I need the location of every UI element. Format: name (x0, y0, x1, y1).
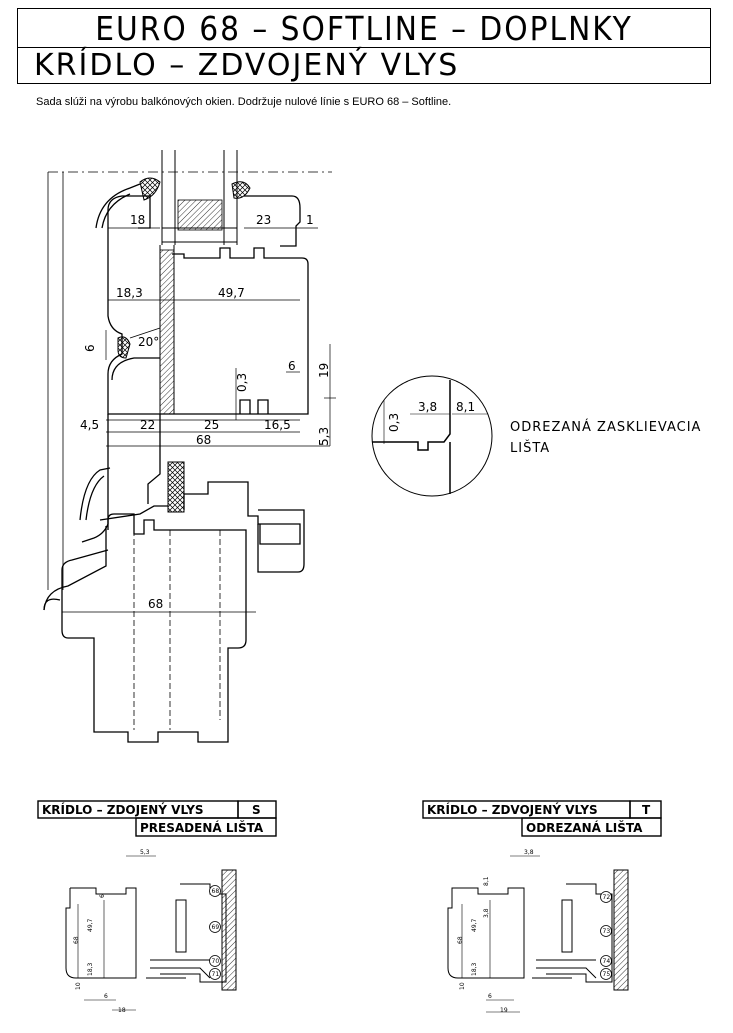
dim-1: 1 (306, 213, 314, 227)
set-s-tool-69: 69 (212, 924, 220, 931)
set-s-tools: 68 69 70 71 (209, 885, 221, 980)
dim-20deg: 20° (138, 335, 159, 349)
detail-label-line1: ODREZANÁ ZASKLIEVACIA (510, 419, 701, 435)
set-s-dim-top: 5,3 (140, 849, 150, 856)
dim-16-5: 16,5 (264, 418, 291, 432)
set-t-dim-3-8: 3,8 (483, 908, 490, 918)
set-t-dim-top: 3,8 (524, 849, 534, 856)
set-s-tool-68: 68 (212, 888, 220, 895)
set-s-dim-6: 6 (104, 993, 108, 1000)
detail-dimensions: 3,8 8,1 0,3 (387, 400, 475, 432)
set-s-dim-68: 68 (73, 936, 80, 944)
set-t-title: KRÍDLO – ZDVOJENÝ VLYS (427, 802, 598, 817)
detail-dim-3-8: 3,8 (418, 400, 437, 414)
main-dimensions: 18 23 1 18,3 49,7 6 20° 0,3 6 19 4,5 22 … (80, 213, 331, 611)
set-s-title: KRÍDLO – ZDOJENÝ VLYS (42, 802, 204, 817)
description: Sada slúži na výrobu balkónových okien. … (36, 96, 452, 108)
detail-label-line2: LIŠTA (510, 440, 550, 456)
page-subtitle: KRÍDLO – ZDVOJENÝ VLYS (17, 48, 711, 84)
set-s-tool-70: 70 (212, 958, 220, 965)
dim-25: 25 (204, 418, 219, 432)
dim-4-5: 4,5 (80, 418, 99, 432)
dim-23: 23 (256, 213, 271, 227)
set-s-tool-71: 71 (212, 971, 220, 978)
set-t-dim-19: 19 (500, 1007, 508, 1014)
set-t-dim-10: 10 (459, 982, 466, 990)
dim-22: 22 (140, 418, 155, 432)
dim-6a: 6 (83, 344, 97, 352)
detail-circle (371, 375, 493, 497)
set-t-tool-75: 75 (603, 971, 611, 978)
set-s-dim-10: 10 (75, 982, 82, 990)
set-t-dim-8-1: 8,1 (483, 876, 490, 886)
set-s-dim-18-3: 18,3 (87, 962, 94, 976)
dim-68b: 68 (148, 597, 163, 611)
set-s-subtitle: PRESADENÁ LIŠTA (140, 820, 264, 835)
set-t-dim-49-7: 49,7 (471, 918, 478, 932)
set-t-dim-18-3: 18,3 (471, 962, 478, 976)
set-s-dim-6b: 6 (99, 894, 106, 898)
detail-dim-0-3: 0,3 (387, 413, 401, 432)
dim-6b: 6 (288, 359, 296, 373)
dim-68a: 68 (196, 433, 211, 447)
set-t-code: T (642, 803, 651, 817)
set-t-tool-72: 72 (603, 894, 611, 901)
dim-5-3: 5,3 (317, 427, 331, 446)
dim-18-3: 18,3 (116, 286, 143, 300)
dim-49-7: 49,7 (218, 286, 245, 300)
dim-18: 18 (130, 213, 145, 227)
detail-label: ODREZANÁ ZASKLIEVACIA LIŠTA (510, 419, 701, 456)
set-s-dim-49-7: 49,7 (87, 918, 94, 932)
set-t-dim-68: 68 (457, 936, 464, 944)
set-t-dim-6: 6 (488, 993, 492, 1000)
set-t-tool-73: 73 (603, 928, 611, 935)
set-s-code: S (252, 803, 261, 817)
page-title: EURO 68 – SOFTLINE – DOPLNKY (17, 8, 711, 48)
set-t-subtitle: ODREZANÁ LIŠTA (526, 820, 643, 835)
dim-0-3: 0,3 (235, 373, 249, 392)
set-t: KRÍDLO – ZDVOJENÝ VLYS T ODREZANÁ LIŠTA … (422, 800, 662, 1014)
set-s: KRÍDLO – ZDOJENÝ VLYS S PRESADENÁ LIŠTA … (37, 800, 277, 1014)
set-t-tool-74: 74 (603, 958, 611, 965)
detail-dim-8-1: 8,1 (456, 400, 475, 414)
set-s-dim-18: 18 (118, 1007, 126, 1014)
dim-19: 19 (317, 363, 331, 378)
main-section-drawing (43, 150, 336, 743)
set-t-tools: 72 73 74 75 (600, 891, 612, 980)
